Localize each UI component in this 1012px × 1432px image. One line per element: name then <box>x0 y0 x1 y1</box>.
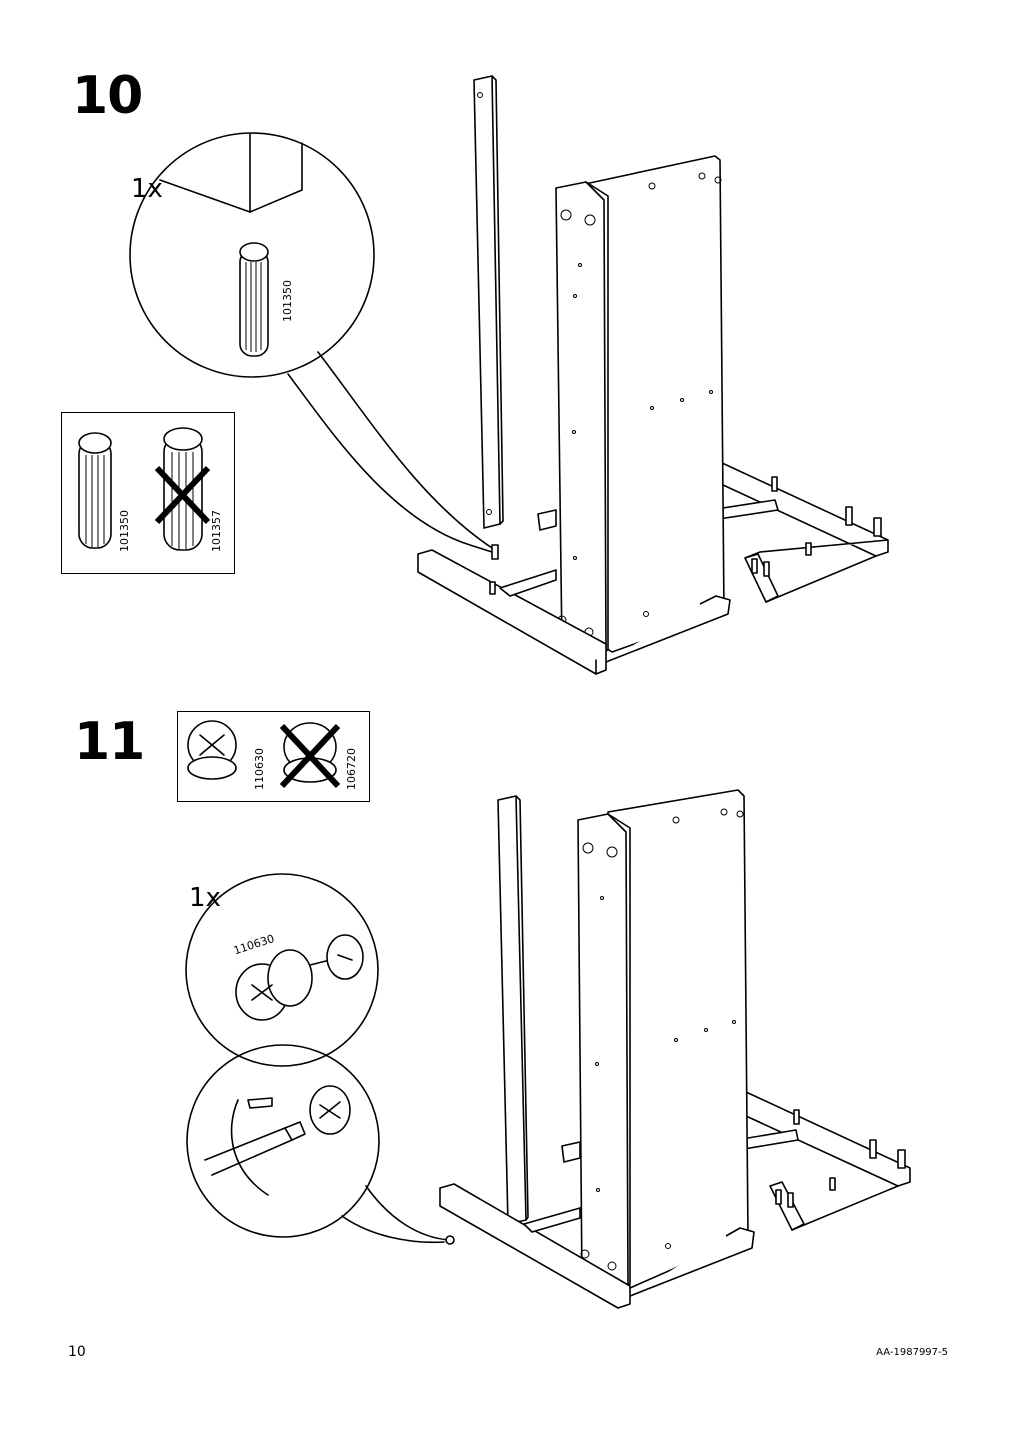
step-10-wrong-code: 101357 <box>210 510 223 552</box>
step-10-detail-circle <box>129 132 493 553</box>
document-code: AA-1987997-5 <box>876 1347 948 1358</box>
step-11-compare-box <box>177 711 370 802</box>
step-10-quantity: 1x <box>131 174 163 204</box>
step-10-compare-box <box>61 412 235 574</box>
step-10-frame-drawing <box>417 75 889 675</box>
step-10-correct-code: 101350 <box>118 510 131 552</box>
step-11-number: 11 <box>74 712 145 772</box>
step-10-number: 10 <box>72 66 143 126</box>
step-11-compare-cam-locks <box>187 720 341 789</box>
step-11-correct-code: 110630 <box>253 748 266 790</box>
step-11-quantity: 1x <box>189 883 221 913</box>
step-10-compare-dowels <box>78 427 211 551</box>
step-11-wrong-code: 106720 <box>345 748 358 790</box>
page-number: 10 <box>68 1344 86 1360</box>
step-11-detail-circle-cam <box>185 873 379 1067</box>
step-10-detail-part-code: 101350 <box>281 280 294 322</box>
dowel-icon <box>239 242 269 357</box>
step-11-detail-circle-screwdriver <box>186 1044 451 1244</box>
step-11-frame-drawing <box>439 789 911 1309</box>
